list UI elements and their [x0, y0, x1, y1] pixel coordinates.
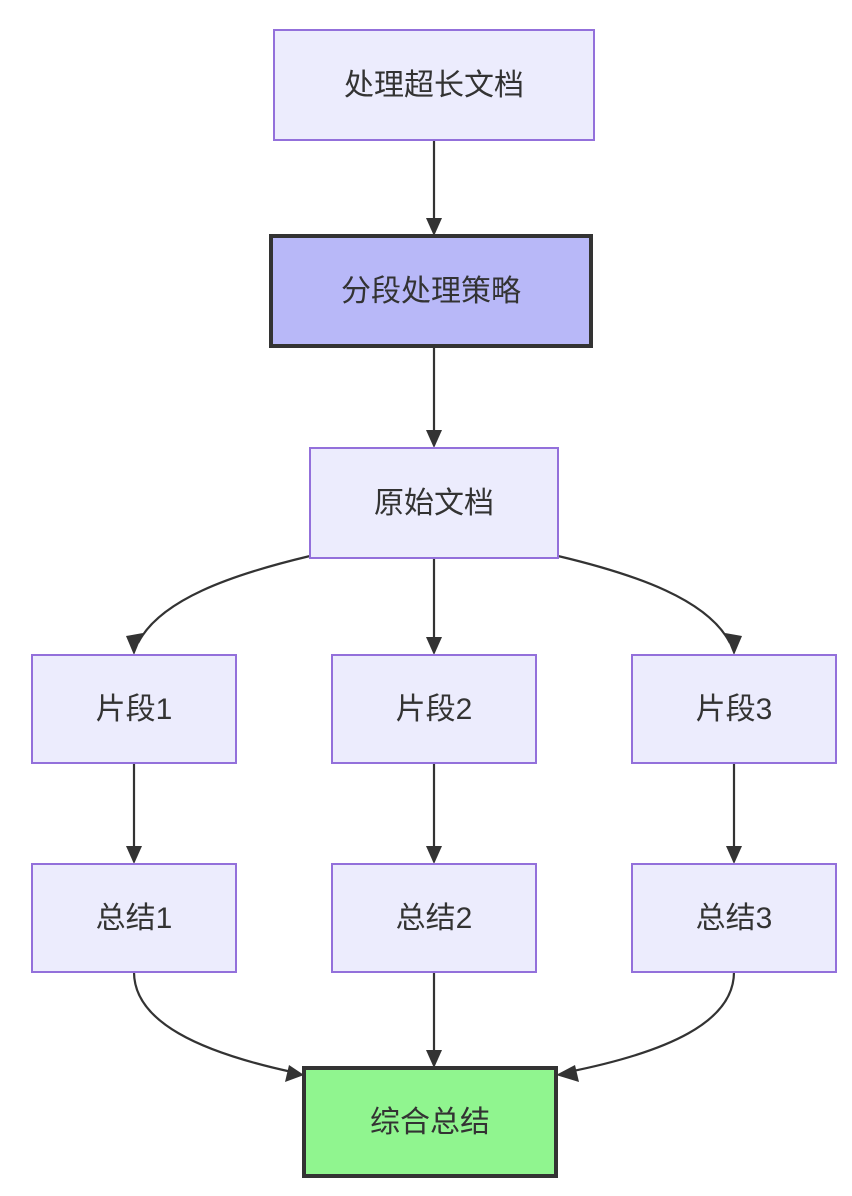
node-summary-2-label: 总结2	[396, 902, 473, 935]
node-final-summary[interactable]: 综合总结	[302, 1066, 558, 1178]
node-chunking-strategy-box[interactable]	[269, 234, 593, 348]
node-summary-3-box[interactable]	[631, 863, 837, 973]
edge-summary1-to-final	[132, 971, 304, 1082]
node-chunk-1-box[interactable]	[31, 654, 237, 764]
node-chunking-strategy-label: 分段处理策略	[341, 275, 521, 308]
node-summary-3[interactable]: 总结3	[631, 863, 837, 973]
node-process-long-document-label: 处理超长文档	[344, 69, 524, 102]
node-chunk-2-label: 片段2	[396, 693, 473, 726]
node-chunk-3-label: 片段3	[696, 693, 773, 726]
edge-chunk2-to-summary2	[426, 763, 442, 864]
node-chunk-3-box[interactable]	[631, 654, 837, 764]
edge-summary2-to-final	[426, 972, 442, 1068]
edge-strategy-to-source	[426, 346, 442, 448]
node-chunk-2-box[interactable]	[331, 654, 537, 764]
node-source-document-label: 原始文档	[374, 487, 494, 520]
node-chunk-3[interactable]: 片段3	[631, 654, 837, 764]
node-summary-1-box[interactable]	[31, 863, 237, 973]
node-final-summary-box[interactable]	[302, 1066, 558, 1178]
node-summary-1-label: 总结1	[96, 902, 173, 935]
node-source-document-box[interactable]	[309, 447, 559, 559]
edge-process-to-strategy	[426, 140, 442, 236]
node-chunk-1-label: 片段1	[96, 693, 173, 726]
edge-source-to-chunk3	[557, 554, 742, 655]
node-layer: 处理超长文档 分段处理策略 原始文档 片段1 片段2 片段3	[31, 29, 837, 1178]
node-summary-2-box[interactable]	[331, 863, 537, 973]
node-summary-1[interactable]: 总结1	[31, 863, 237, 973]
node-process-long-document[interactable]: 处理超长文档	[273, 29, 595, 141]
node-summary-3-label: 总结3	[696, 902, 773, 935]
node-chunking-strategy[interactable]: 分段处理策略	[269, 234, 593, 348]
edge-layer	[126, 140, 742, 1082]
edge-source-to-chunk1	[126, 554, 311, 655]
node-chunk-2[interactable]: 片段2	[331, 654, 537, 764]
node-source-document[interactable]: 原始文档	[309, 447, 559, 559]
edge-summary3-to-final	[556, 971, 736, 1082]
node-chunk-1[interactable]: 片段1	[31, 654, 237, 764]
node-summary-2[interactable]: 总结2	[331, 863, 537, 973]
node-process-long-document-box[interactable]	[273, 29, 595, 141]
edge-chunk3-to-summary3	[726, 763, 742, 864]
edge-chunk1-to-summary1	[126, 763, 142, 864]
node-final-summary-label: 综合总结	[370, 1106, 490, 1139]
edge-source-to-chunk2	[426, 558, 442, 655]
